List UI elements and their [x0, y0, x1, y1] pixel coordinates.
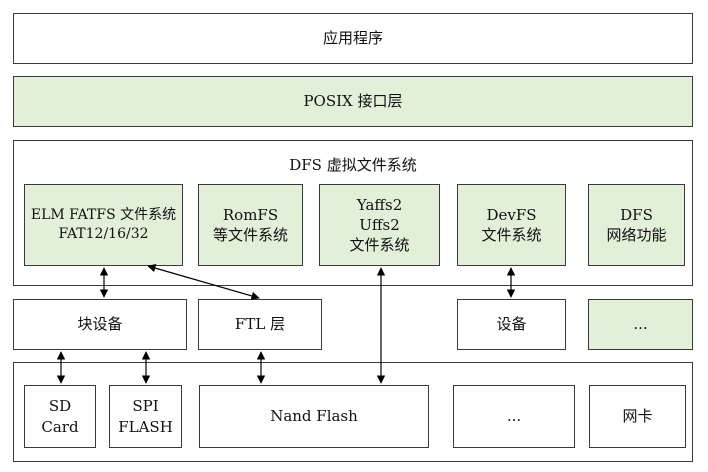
application-layer-label: 应用程序: [322, 29, 383, 48]
hw-sd-line1: SD: [48, 397, 72, 416]
fs-yaffs-line2: Uffs2: [359, 215, 400, 234]
hw-spi-flash: SPI FLASH: [109, 385, 182, 448]
fs-devfs-line1: DevFS: [486, 205, 537, 224]
ftl-layer: FTL 层: [198, 299, 322, 350]
fs-elm-fatfs-line2: FAT12/16/32: [58, 226, 149, 242]
middle-more-label: ...: [633, 315, 648, 334]
block-device: 块设备: [13, 299, 187, 350]
fs-dfs-network-line2: 网络功能: [606, 226, 667, 244]
middle-more: ...: [588, 299, 693, 350]
fs-romfs-line1: RomFS: [222, 205, 279, 224]
device: 设备: [457, 299, 566, 350]
hw-netcard-label: 网卡: [622, 407, 653, 426]
fs-dfs-network: DFS 网络功能: [588, 184, 685, 266]
hw-nand-flash: Nand Flash: [199, 385, 429, 448]
fs-devfs-line2: 文件系统: [481, 226, 542, 244]
fs-yaffs-line3: 文件系统: [349, 236, 410, 255]
hw-more: ...: [453, 385, 575, 448]
fs-elm-fatfs: ELM FATFS 文件系统 FAT12/16/32: [24, 184, 183, 266]
hw-sd-card: SD Card: [24, 385, 96, 448]
fs-romfs: RomFS 等文件系统: [198, 184, 303, 266]
hw-sd-line2: Card: [41, 417, 79, 436]
ftl-layer-label: FTL 层: [234, 315, 286, 334]
fs-yaffs-uffs: Yaffs2 Uffs2 文件系统: [319, 184, 440, 266]
posix-layer-label: POSIX 接口层: [303, 92, 403, 111]
block-device-label: 块设备: [77, 315, 123, 334]
hw-nand-label: Nand Flash: [270, 407, 358, 426]
fs-yaffs-line1: Yaffs2: [356, 195, 403, 214]
fs-elm-fatfs-line1: ELM FATFS 文件系统: [30, 207, 177, 224]
dfs-title: DFS 虚拟文件系统: [289, 156, 417, 174]
fs-romfs-line2: 等文件系统: [212, 226, 288, 244]
hw-more-label: ...: [506, 407, 522, 426]
hw-netcard: 网卡: [589, 385, 686, 448]
device-label: 设备: [496, 315, 527, 334]
fs-devfs: DevFS 文件系统: [457, 184, 566, 266]
application-layer: 应用程序: [13, 13, 693, 64]
hw-spi-line2: FLASH: [118, 417, 173, 436]
posix-layer: POSIX 接口层: [13, 76, 693, 127]
fs-dfs-network-line1: DFS: [620, 205, 653, 224]
hw-spi-line1: SPI: [132, 397, 159, 416]
